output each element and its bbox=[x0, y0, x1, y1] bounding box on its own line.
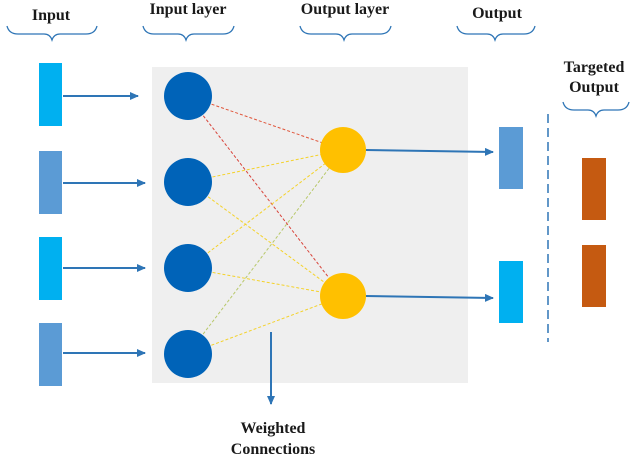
target-bar-2 bbox=[582, 245, 606, 307]
connection-i3-o2 bbox=[187, 267, 344, 297]
heading-braces bbox=[6, 25, 630, 119]
network-panel bbox=[152, 67, 468, 383]
connection-i4-o1 bbox=[187, 149, 344, 355]
brace-output-layer bbox=[299, 25, 392, 43]
brace-output bbox=[456, 25, 536, 43]
input-bar-3 bbox=[39, 237, 62, 300]
brace-input-layer bbox=[142, 25, 235, 43]
connection-i1-o2 bbox=[187, 95, 344, 297]
label-input-layer: Input layer bbox=[149, 1, 227, 18]
input-bar-1 bbox=[39, 63, 62, 126]
label-targeted-output-line-2: Output bbox=[569, 79, 619, 96]
label-targeted-output-line-1: Targeted bbox=[563, 59, 625, 76]
input-node-2 bbox=[164, 158, 212, 206]
target-bar-1 bbox=[582, 158, 606, 220]
output-node-1 bbox=[320, 127, 366, 173]
label-output: Output bbox=[472, 5, 522, 22]
output-arrow-2 bbox=[365, 293, 494, 302]
label-weighted-connections: Weighted Connections bbox=[210, 418, 336, 460]
weighted-connections bbox=[187, 95, 344, 355]
input-node-1 bbox=[164, 72, 212, 120]
connection-i1-o1 bbox=[187, 95, 344, 151]
label-weighted-line-2: Connections bbox=[230, 441, 316, 458]
label-weighted-line-1: Weighted bbox=[240, 420, 306, 437]
input-bar-4 bbox=[39, 323, 62, 386]
connection-i2-o1 bbox=[187, 149, 344, 183]
output-arrow-1 bbox=[365, 147, 494, 156]
output-arrows bbox=[365, 147, 494, 302]
connection-i2-o2 bbox=[187, 181, 344, 297]
label-targeted-output: Targeted Output bbox=[548, 58, 640, 98]
output-bar-2 bbox=[499, 261, 523, 323]
input-node-3 bbox=[164, 244, 212, 292]
connection-i3-o1 bbox=[187, 149, 344, 269]
output-node-2 bbox=[320, 273, 366, 319]
brace-targeted-output bbox=[562, 101, 630, 119]
input-arrows bbox=[63, 92, 146, 357]
brace-input bbox=[6, 25, 98, 43]
input-bar-2 bbox=[39, 151, 62, 214]
input-node-4 bbox=[164, 330, 212, 378]
label-input: Input bbox=[31, 7, 71, 24]
output-bar-1 bbox=[499, 127, 523, 189]
label-output-layer: Output layer bbox=[300, 1, 390, 18]
connection-i4-o2 bbox=[187, 295, 344, 355]
